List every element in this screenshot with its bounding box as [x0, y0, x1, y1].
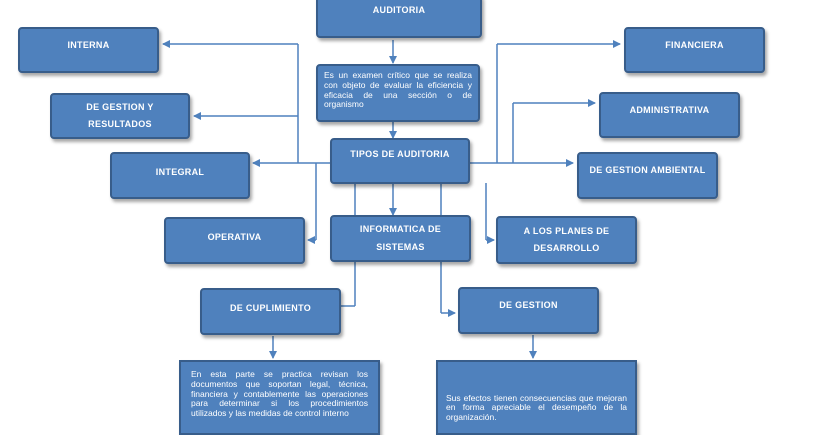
- node-gestion-resultados-label: DE GESTION Y RESULTADOS: [86, 101, 154, 129]
- node-definicion: Es un examen crítico que se realiza con …: [316, 64, 480, 122]
- node-interna: INTERNA: [18, 27, 159, 73]
- node-cumplimiento-desc: En esta parte se practica revisan los do…: [179, 360, 380, 435]
- node-operativa-label: OPERATIVA: [207, 232, 262, 242]
- node-cumplimiento-label: DE CUPLIMIENTO: [229, 303, 312, 313]
- node-gestion: DE GESTION: [458, 287, 599, 334]
- node-ambiental: DE GESTION AMBIENTAL: [577, 152, 718, 199]
- node-gestion-label: DE GESTION: [499, 300, 558, 310]
- node-ambiental-label: DE GESTION AMBIENTAL: [589, 165, 706, 175]
- node-tipos: TIPOS DE AUDITORIA: [330, 138, 470, 184]
- node-planes-label: A LOS PLANES DE DESARROLLO: [523, 225, 610, 253]
- node-gestion-resultados: DE GESTION Y RESULTADOS: [50, 93, 190, 139]
- node-informatica: INFORMATICA DE SISTEMAS: [330, 215, 471, 262]
- node-integral: INTEGRAL: [110, 152, 250, 199]
- node-definicion-text: Es un examen crítico que se realiza con …: [324, 70, 472, 110]
- node-gestion-desc-text: Sus efectos tienen consecuencias que mej…: [446, 392, 627, 423]
- node-administrativa-label: ADMINISTRATIVA: [629, 105, 710, 115]
- node-gestion-desc: Sus efectos tienen consecuencias que mej…: [436, 360, 637, 435]
- node-administrativa: ADMINISTRATIVA: [599, 92, 740, 138]
- node-planes: A LOS PLANES DE DESARROLLO: [496, 216, 637, 264]
- node-integral-label: INTEGRAL: [155, 167, 205, 177]
- node-auditoria: AUDITORIA: [316, 0, 482, 38]
- node-interna-label: INTERNA: [67, 40, 110, 50]
- node-informatica-label: INFORMATICA DE SISTEMAS: [359, 224, 442, 252]
- node-cumplimiento: DE CUPLIMIENTO: [200, 288, 341, 335]
- node-tipos-label: TIPOS DE AUDITORIA: [350, 149, 450, 159]
- node-financiera-label: FINANCIERA: [665, 40, 724, 50]
- node-auditoria-label: AUDITORIA: [372, 5, 426, 15]
- node-operativa: OPERATIVA: [164, 217, 305, 264]
- node-financiera: FINANCIERA: [624, 27, 765, 73]
- node-cumplimiento-desc-text: En esta parte se practica revisan los do…: [191, 369, 368, 419]
